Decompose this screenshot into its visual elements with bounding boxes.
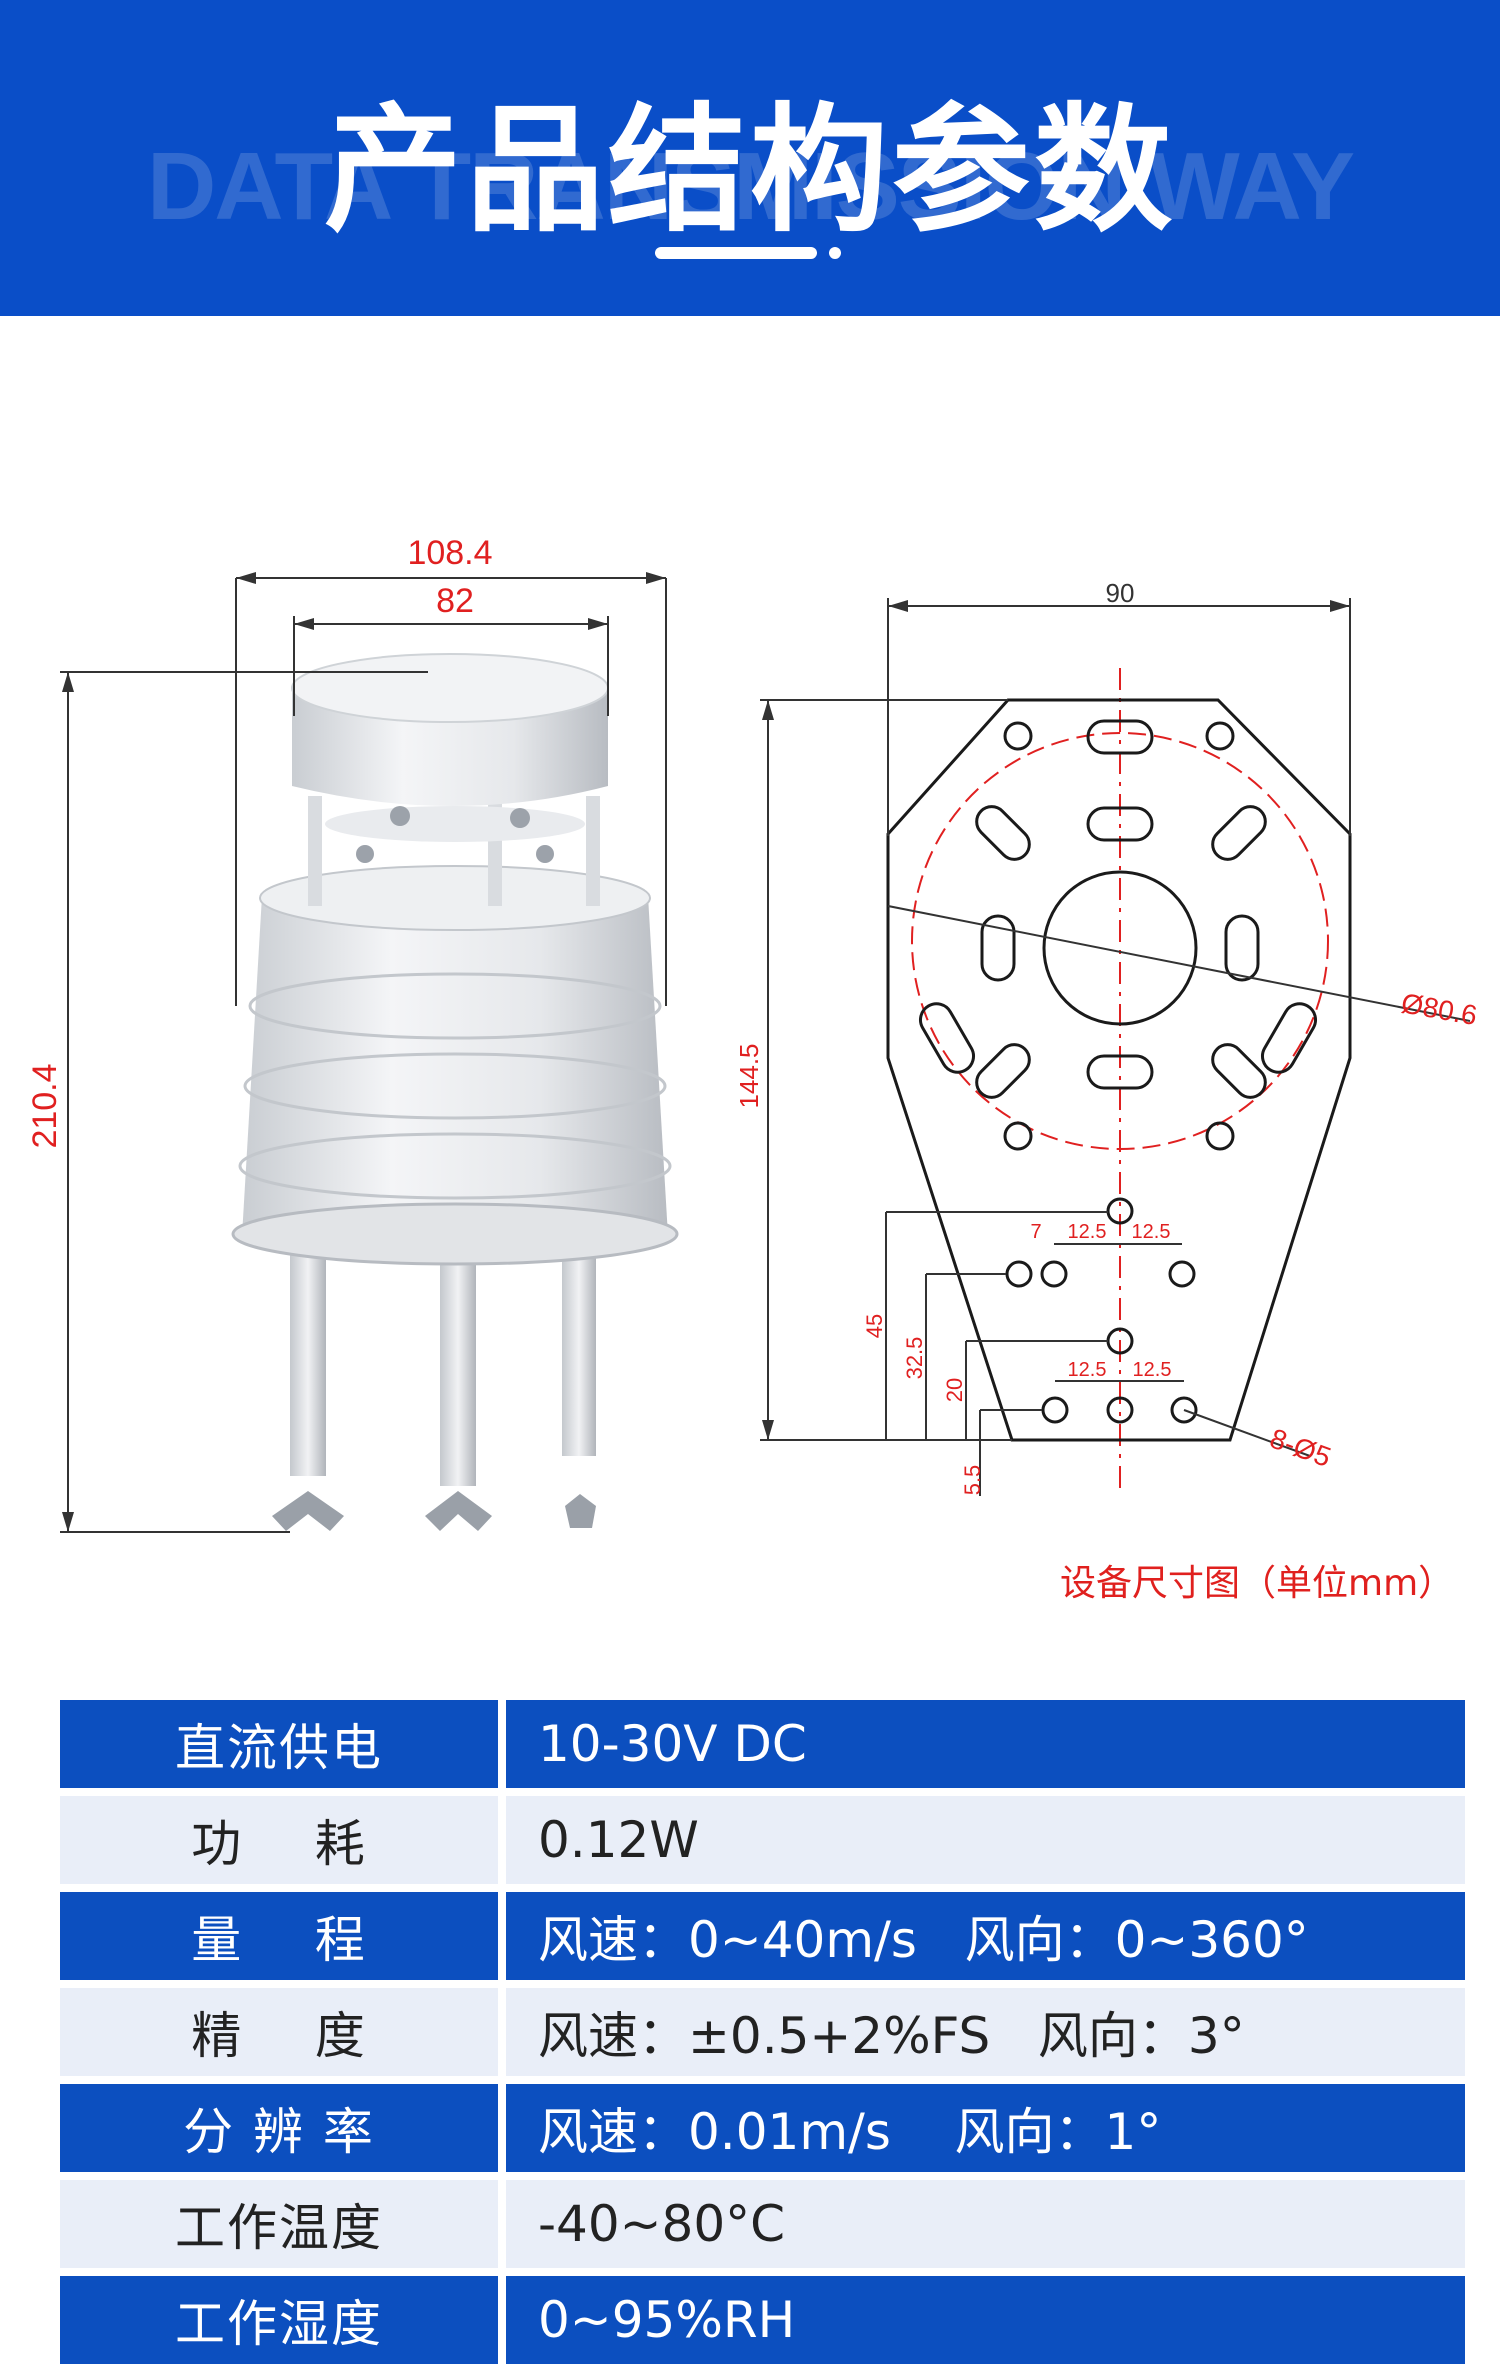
mounting-plate-drawing [886, 668, 1352, 1496]
spec-label: 直流供电 [60, 1700, 498, 1788]
dim-12-5-b: 12.5 [1132, 1221, 1171, 1243]
dim-12-5-c: 12.5 [1068, 1359, 1107, 1381]
spec-label: 量 程 [60, 1892, 498, 1980]
spec-value: 10-30V DC [506, 1700, 1465, 1788]
dim-h5-5: 5.5 [960, 1465, 985, 1496]
spec-row: 功 耗 0.12W [60, 1796, 1465, 1884]
spec-row: 精 度 风速：±0.5+2%FS 风向：3° [60, 1988, 1465, 2076]
title-underline-dot [829, 247, 841, 259]
dimension-drawing: 108.4 82 210.4 [26, 534, 1480, 1533]
spec-value: 0.12W [506, 1796, 1465, 1884]
spec-label: 精 度 [60, 1988, 498, 2076]
shield-body [242, 896, 668, 1236]
sensor-leg [440, 1246, 476, 1486]
spec-label: 功 耗 [60, 1796, 498, 1884]
spec-value: 风速：0.01m/s 风向：1° [506, 2084, 1465, 2172]
spec-value: 风速：0~40m/s 风向：0~360° [506, 1892, 1465, 1980]
dim-width-outer: 108.4 [407, 534, 492, 572]
dim-h20: 20 [942, 1378, 967, 1402]
dim-hole-count: 8-Ø5 [1266, 1423, 1335, 1473]
dimension-drawing-area: 108.4 82 210.4 [0, 316, 1500, 1646]
sensor-illustration [231, 653, 679, 1531]
spec-label: 分 辨 率 [60, 2084, 498, 2172]
sensor-leg [290, 1246, 326, 1476]
spec-value: 0~95%RH [506, 2276, 1465, 2364]
spec-value: 风速：±0.5+2%FS 风向：3° [506, 1988, 1465, 2076]
banner-background-text: DATA TRANSMISSION WAY [146, 133, 1355, 240]
dim-circle-diameter: Ø80.6 [1399, 987, 1480, 1031]
spec-label: 工作温度 [60, 2180, 498, 2268]
dim-plate-width: 90 [1106, 578, 1135, 608]
spec-row: 工作湿度 0~95%RH [60, 2276, 1465, 2364]
left-dimension-lines [60, 572, 667, 1533]
spec-row: 工作温度 -40~80°C [60, 2180, 1465, 2268]
dim-plate-height: 144.5 [734, 1043, 764, 1108]
dim-h32-5: 32.5 [902, 1337, 927, 1380]
spec-row: 直流供电 10-30V DC [60, 1700, 1465, 1788]
spec-row: 分 辨 率 风速：0.01m/s 风向：1° [60, 2084, 1465, 2172]
sensor-leg [562, 1246, 596, 1456]
spec-value: -40~80°C [506, 2180, 1465, 2268]
drawing-caption: 设备尺寸图（单位mm） [1060, 1563, 1455, 1604]
page-title: 产品结构参数 [323, 90, 1176, 251]
dim-height: 210.4 [26, 1063, 64, 1148]
dim-width-inner: 82 [436, 582, 474, 620]
dim-12-5-a: 12.5 [1068, 1221, 1107, 1243]
dim-h45: 45 [862, 1314, 887, 1338]
header-banner: DATA TRANSMISSION WAY 产品结构参数 [0, 0, 1500, 316]
title-underline [655, 247, 817, 259]
spec-label: 工作湿度 [60, 2276, 498, 2364]
dim-7: 7 [1030, 1221, 1041, 1243]
spec-row: 量 程 风速：0~40m/s 风向：0~360° [60, 1892, 1465, 1980]
dim-12-5-d: 12.5 [1133, 1359, 1172, 1381]
right-dimension-lines [760, 598, 1471, 1496]
